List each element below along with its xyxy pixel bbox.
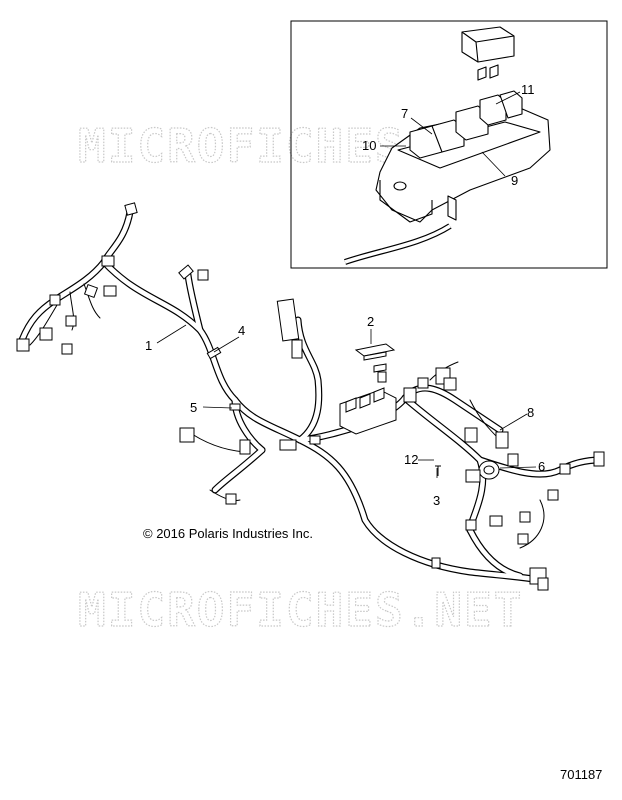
- callout-11: 11: [521, 82, 535, 97]
- inset-frame: [290, 20, 608, 269]
- harness-wires: [18, 208, 604, 584]
- callout-12: 12: [404, 452, 418, 467]
- callout-3: 3: [433, 493, 440, 508]
- screw-part: [435, 465, 441, 476]
- callout-7: 7: [401, 106, 408, 121]
- callout-10: 10: [362, 138, 376, 153]
- callout-5: 5: [190, 400, 197, 415]
- figure-number: 701187: [560, 767, 603, 782]
- copyright-notice: © 2016 Polaris Industries Inc.: [143, 526, 313, 541]
- fuse-box-drawing: [344, 26, 551, 265]
- callout-8: 8: [527, 405, 534, 420]
- callout-1: 1: [145, 338, 152, 353]
- callout-4: 4: [238, 323, 245, 338]
- inset-leader-lines: [380, 91, 521, 177]
- leader-lines: [156, 324, 537, 478]
- callout-9: 9: [511, 173, 518, 188]
- callout-6: 6: [538, 459, 545, 474]
- watermark-bottom: MICROFICHES.NET: [78, 583, 523, 637]
- callout-2: 2: [367, 314, 374, 329]
